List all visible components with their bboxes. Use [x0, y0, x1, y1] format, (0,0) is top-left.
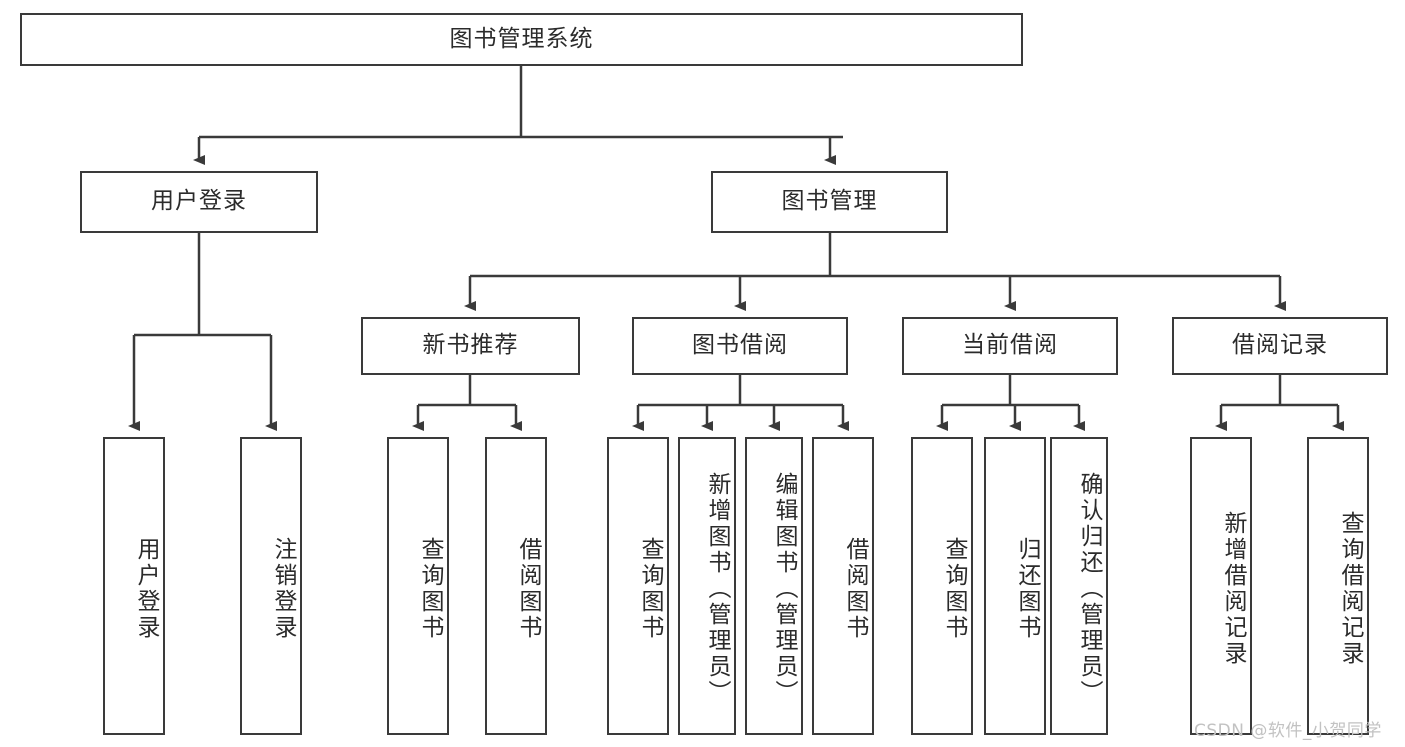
leaf-return-book[interactable]: 归还图书 [984, 437, 1046, 735]
leaf-lend-book[interactable]: 借阅图书 [812, 437, 874, 735]
leaf-query-book-newbook[interactable]: 查询图书 [387, 437, 449, 735]
node-book-borrow[interactable]: 图书借阅 [632, 317, 848, 375]
node-user-login[interactable]: 用户登录 [80, 171, 318, 233]
node-borrow-record[interactable]: 借阅记录 [1172, 317, 1388, 375]
leaf-user-login[interactable]: 用户登录 [103, 437, 165, 735]
connectors [128, 66, 1344, 431]
leaf-add-borrow-record[interactable]: 新增借阅记录 [1190, 437, 1252, 735]
leaf-query-book-borrow[interactable]: 查询图书 [607, 437, 669, 735]
node-root[interactable]: 图书管理系统 [20, 13, 1023, 66]
node-current-borrow[interactable]: 当前借阅 [902, 317, 1118, 375]
leaf-borrow-book-newbook[interactable]: 借阅图书 [485, 437, 547, 735]
leaf-user-logout[interactable]: 注销登录 [240, 437, 302, 735]
node-book-management[interactable]: 图书管理 [711, 171, 948, 233]
node-new-book-recommend[interactable]: 新书推荐 [361, 317, 580, 375]
leaf-query-borrow-record[interactable]: 查询借阅记录 [1307, 437, 1369, 735]
leaf-query-book-current[interactable]: 查询图书 [911, 437, 973, 735]
leaf-add-book-admin[interactable]: 新增图书（管理员） [678, 437, 736, 735]
leaf-confirm-return-admin[interactable]: 确认归还（管理员） [1050, 437, 1108, 735]
csdn-watermark: CSDN @软件_小贺同学 [1194, 721, 1382, 741]
leaf-edit-book-admin[interactable]: 编辑图书（管理员） [745, 437, 803, 735]
